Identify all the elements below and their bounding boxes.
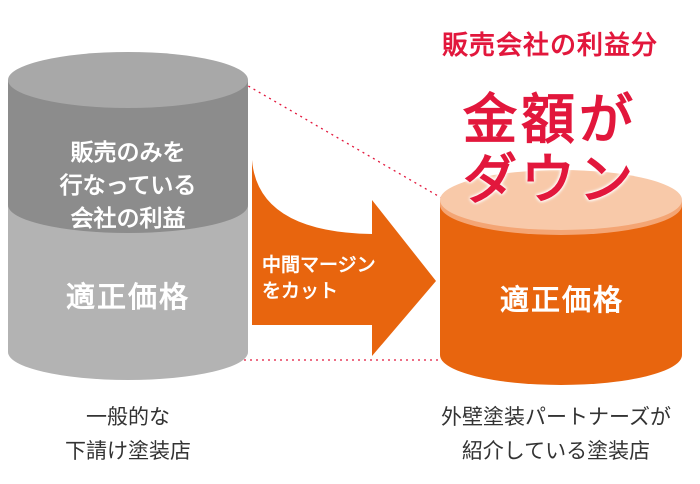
left-cylinder bbox=[8, 52, 248, 380]
headline-title: 金額が ダウン bbox=[463, 88, 637, 211]
headline: 販売会社の利益分 金額が ダウン bbox=[400, 10, 700, 229]
left-cylinder-lower-label: 適正価格 bbox=[65, 280, 190, 314]
right-cylinder bbox=[440, 170, 682, 385]
right-cylinder-body bbox=[440, 205, 682, 385]
guide-line-top bbox=[237, 79, 446, 201]
left-caption: 一般的な 下請け塗装店 bbox=[65, 405, 191, 463]
cut-arrow bbox=[252, 160, 436, 356]
right-caption: 外壁塗装パートナーズが 紹介している塗装店 bbox=[441, 405, 671, 463]
arrow-label: 中間マージン をカット bbox=[262, 254, 376, 302]
left-cylinder-upper-label: 販売のみを 行なっている 会社の利益 bbox=[59, 140, 197, 232]
right-cylinder-top bbox=[440, 170, 682, 230]
left-cylinder-lower-body bbox=[8, 205, 248, 380]
left-cylinder-upper-body bbox=[8, 80, 248, 233]
left-cylinder-top bbox=[8, 52, 248, 108]
headline-subtitle: 販売会社の利益分 bbox=[441, 31, 658, 61]
right-cylinder-lower-label: 適正価格 bbox=[499, 283, 624, 317]
